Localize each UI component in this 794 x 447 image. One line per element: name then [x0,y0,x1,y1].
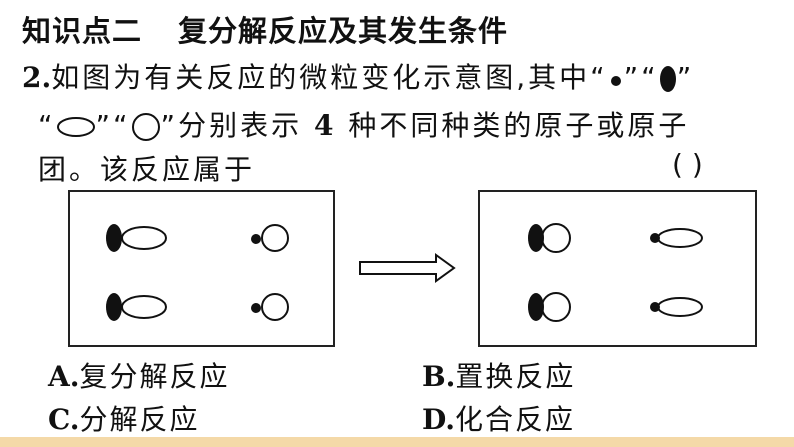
small-black-dot-icon [610,76,621,86]
option-a-letter: A. [48,360,80,393]
products-box [478,190,757,347]
option-a[interactable]: A.复分解反应 [48,355,230,395]
reactants-diagram [106,224,289,321]
molecule-dot-white-ellipse [650,228,703,248]
white-ellipse-icon [56,117,95,137]
molecule-black-ellipse-white-ellipse [106,293,167,321]
white-circle-icon [131,113,160,141]
option-d-letter: D. [422,403,456,436]
answer-blank[interactable]: ( ) [672,148,703,181]
close-quote: ” [95,109,114,142]
open-quote: “ [38,109,56,142]
question-number: 2. [22,61,52,94]
section-title-part1: 知识点二 [22,14,143,48]
option-c-letter: C. [48,403,80,436]
black-ellipse-icon [659,66,676,92]
right-arrow-icon [359,253,456,283]
open-quote: “ [641,61,659,94]
molecule-black-ellipse-circle [528,223,571,253]
section-title: 知识点二 复分解反应及其发生条件 [22,8,508,50]
option-c-text: 分解反应 [79,403,200,436]
option-d[interactable]: D.化合反应 [422,398,575,438]
question-line-3: 团。该反应属于 [38,148,255,188]
question-text-2a: 分别表示 [178,109,303,142]
section-title-part2: 复分解反应及其发生条件 [178,14,509,48]
molecule-dot-circle [251,224,289,252]
option-b-text: 置换反应 [455,360,576,393]
close-quote: ” [160,109,179,142]
reactants-box [68,190,335,347]
molecule-dot-circle [251,293,289,321]
molecule-black-ellipse-white-ellipse [106,224,167,252]
close-quote: ” [676,61,695,94]
option-a-text: 复分解反应 [79,360,230,393]
option-b-letter: B. [422,360,456,393]
bottom-decor-bar [0,437,794,447]
molecule-dot-white-ellipse [650,297,703,317]
question-text-1: 如图为有关反应的微粒变化示意图,其中 [51,61,591,94]
option-d-text: 化合反应 [455,403,576,436]
question-text-3: 团。该反应属于 [38,153,256,186]
question-line-2: “”“”分别表示 4 种不同种类的原子或原子 [38,104,689,144]
option-c[interactable]: C.分解反应 [48,398,200,438]
question-line-1: 2.如图为有关反应的微粒变化示意图,其中“”“” [22,56,694,96]
open-quote: “ [113,109,131,142]
atom-count: 4 [313,109,337,142]
molecule-black-ellipse-circle [528,292,571,322]
products-diagram [528,223,703,322]
question-text-2b: 种不同种类的原子或原子 [348,109,690,142]
option-b[interactable]: B.置换反应 [422,355,575,395]
open-quote: “ [590,61,608,94]
close-quote: ” [623,61,642,94]
